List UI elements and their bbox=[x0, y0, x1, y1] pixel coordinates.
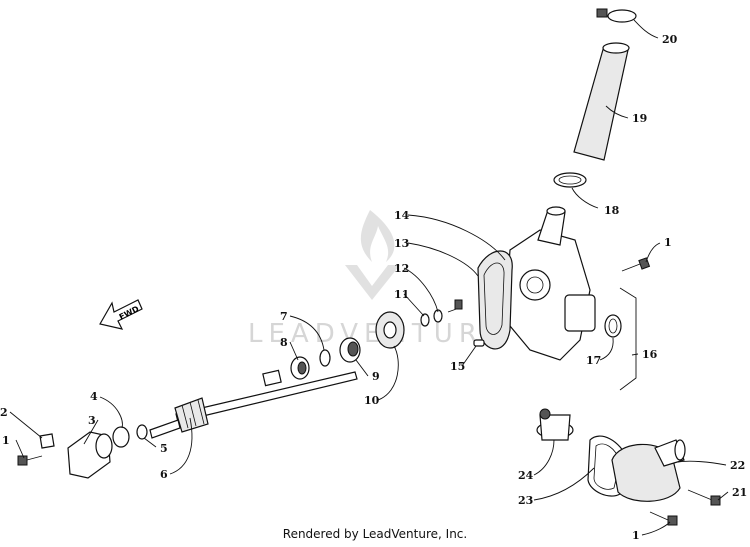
bolt-1-lower-right bbox=[649, 511, 678, 526]
impeller-10 bbox=[375, 311, 405, 349]
callout-1-upper: 1 bbox=[664, 236, 672, 249]
callout-21: 21 bbox=[732, 486, 747, 499]
bolt-12 bbox=[447, 299, 463, 313]
callout-6: 6 bbox=[160, 468, 168, 481]
callout-20: 20 bbox=[662, 33, 678, 46]
fwd-arrow: FWD bbox=[99, 299, 143, 330]
bearing-8 bbox=[290, 356, 310, 380]
callout-2: 2 bbox=[0, 406, 8, 419]
callout-19: 19 bbox=[632, 112, 647, 125]
group-bracket-16 bbox=[619, 287, 637, 391]
dowel-pin-15 bbox=[473, 339, 485, 347]
o-ring-4 bbox=[112, 426, 130, 448]
snap-ring-7 bbox=[319, 349, 331, 367]
callout-9: 9 bbox=[372, 370, 380, 383]
callout-5: 5 bbox=[160, 442, 168, 455]
mechanical-seal-9 bbox=[339, 337, 361, 363]
callout-11: 11 bbox=[394, 288, 409, 301]
bolt-1-lower-left bbox=[17, 455, 43, 466]
water-pump-housing-14 bbox=[504, 206, 596, 361]
callout-3: 3 bbox=[88, 414, 96, 427]
shaft-housing-3 bbox=[67, 431, 113, 479]
callout-24: 24 bbox=[518, 469, 534, 482]
leader-lines bbox=[9, 19, 729, 536]
coolant-hose-19 bbox=[573, 42, 630, 161]
callout-4: 4 bbox=[90, 390, 98, 403]
callout-8: 8 bbox=[280, 336, 288, 349]
callout-18: 18 bbox=[604, 204, 620, 217]
callout-1-lower-right: 1 bbox=[632, 529, 640, 542]
callout-1: 1 bbox=[2, 434, 10, 447]
callout-labels: 1 2 3 4 5 6 7 8 9 10 11 12 13 14 15 16 1… bbox=[0, 33, 747, 542]
callout-22: 22 bbox=[730, 459, 745, 472]
clip-2 bbox=[39, 433, 55, 449]
callout-7: 7 bbox=[280, 310, 288, 323]
watermark-text: LEADVENTURE bbox=[248, 319, 505, 349]
callout-15: 15 bbox=[450, 360, 465, 373]
washer-5 bbox=[136, 424, 148, 440]
bolt-21 bbox=[687, 489, 721, 506]
callout-13: 13 bbox=[394, 237, 409, 250]
bolt-1-upper bbox=[621, 257, 651, 272]
callout-12: 12 bbox=[394, 262, 409, 275]
footer-credit: Rendered by LeadVenture, Inc. bbox=[282, 527, 468, 541]
o-ring-17 bbox=[604, 314, 622, 338]
thermostat-24 bbox=[536, 408, 574, 441]
gasket-13 bbox=[477, 250, 513, 350]
pump-shaft-6 bbox=[149, 369, 358, 439]
callout-17: 17 bbox=[586, 354, 601, 367]
callout-14: 14 bbox=[394, 209, 410, 222]
hose-clamp-20 bbox=[596, 8, 637, 23]
washer-11 bbox=[420, 309, 443, 327]
callout-16: 16 bbox=[642, 348, 658, 361]
watermark-logo bbox=[345, 210, 400, 300]
callout-10: 10 bbox=[364, 394, 380, 407]
hose-clamp-18 bbox=[553, 172, 587, 188]
thermostat-cover-22 bbox=[611, 439, 686, 502]
callout-23: 23 bbox=[518, 494, 533, 507]
